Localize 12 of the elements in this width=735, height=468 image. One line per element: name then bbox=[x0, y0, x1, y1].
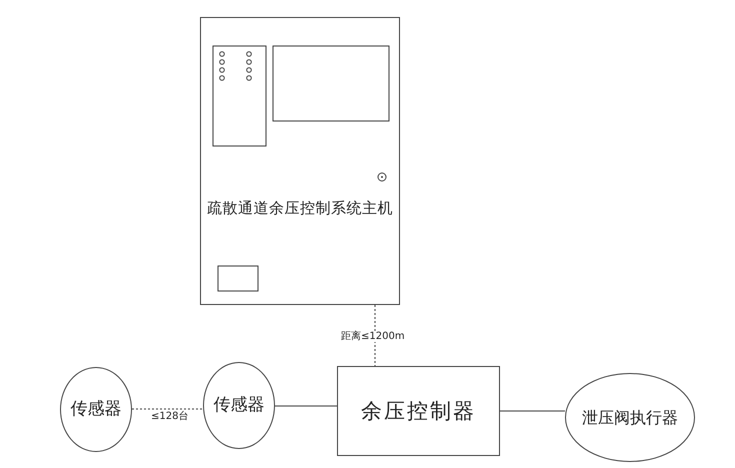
node-label: 泄压阀执行器 bbox=[582, 408, 678, 428]
dotted-connector bbox=[132, 408, 204, 410]
controller-box bbox=[337, 366, 500, 456]
edge-label: 距离≤1200m bbox=[340, 332, 406, 342]
dotted-connector bbox=[374, 304, 376, 366]
node-label: 传感器 bbox=[214, 394, 264, 416]
connector-line bbox=[500, 410, 566, 412]
node-label: 疏散通道余压控制系统主机 bbox=[207, 198, 393, 218]
node-label: 余压控制器 bbox=[361, 398, 476, 424]
node-label: 传感器 bbox=[70, 398, 122, 420]
control-cabinet bbox=[200, 17, 400, 305]
edge-label: ≤128台 bbox=[150, 412, 190, 422]
